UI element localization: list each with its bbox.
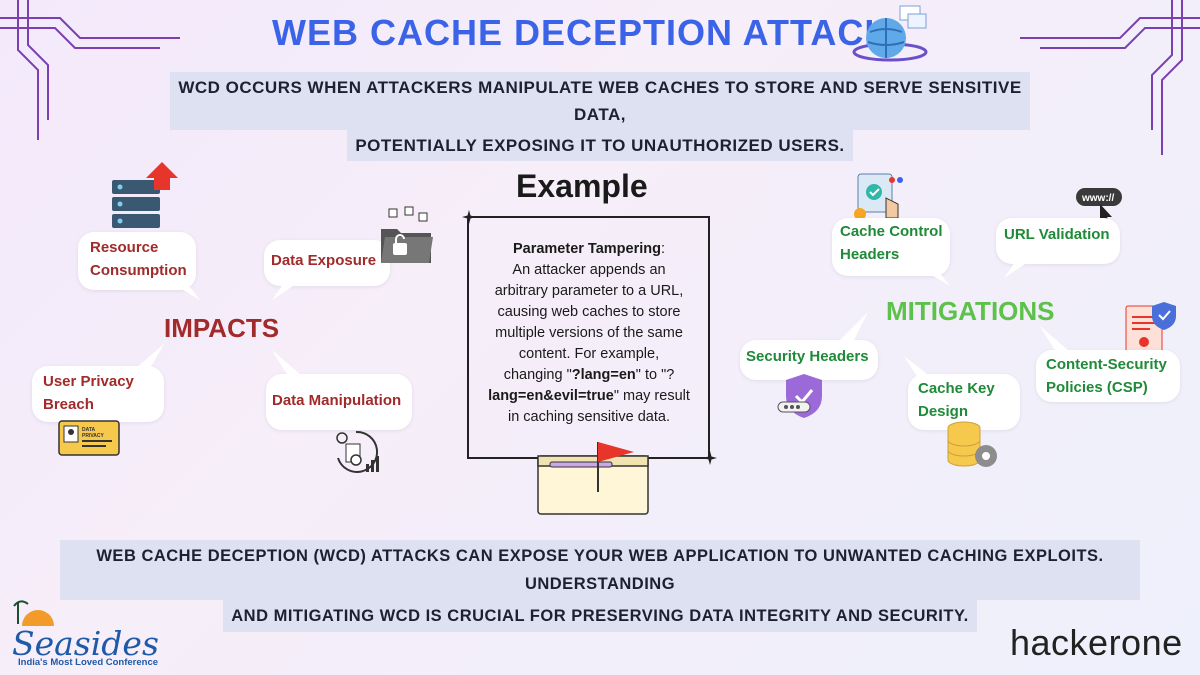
seasides-tagline: India's Most Loved Conference [18,657,159,668]
bottom-line-1: WEB CACHE DECEPTION (WCD) ATTACKS CAN EX… [60,540,1140,600]
policy-document-icon [1125,302,1176,353]
mitigation-bubble-url [996,218,1120,264]
impact-resource-label: Resource Consumption [90,239,187,279]
globe-icon [852,5,928,62]
mitigation-bubble-security-headers [740,340,878,380]
impact-bubble-manipulation [266,374,412,430]
mitigation-url-label: URL Validation [1004,226,1110,243]
subtitle-line-1: WCD OCCURS WHEN ATTACKERS MANIPULATE WEB… [170,72,1030,130]
sparkle-icon [703,451,717,465]
example-text: Parameter Tampering: An attacker appends… [488,241,690,425]
bubble-tail [1040,326,1070,352]
mitigation-bubble-csp [1036,350,1180,402]
impact-exposure-label: Data Exposure [271,252,377,269]
page-title: WEB CACHE DECEPTION ATTACK [272,12,892,53]
bubble-tail [272,280,302,300]
mitigation-csp-label: Content-Security Policies (CSP) [1046,356,1167,396]
bottom-summary: WEB CACHE DECEPTION (WCD) ATTACKS CAN EX… [60,540,1140,632]
privacy-card-line-1: DATA [82,427,96,433]
impact-manipulation-label: Data Manipulation [272,392,402,409]
browser-flag-icon [537,442,649,515]
data-gear-icon [336,430,379,473]
bubble-tail [840,312,868,340]
mitigation-bubble-cache-control [832,218,950,276]
database-gear-icon [947,421,997,467]
bubble-tail [170,282,200,300]
impact-bubble-exposure [264,240,390,286]
impacts-heading: IMPACTS [164,313,280,343]
seasides-sun-logo [13,600,54,626]
bubble-tail [904,356,932,378]
example-code-2: lang=en&evil=true [488,388,614,404]
shield-password-icon [777,374,822,418]
bubble-tail [272,350,302,376]
hackerone-logo: hackerone [1010,622,1183,663]
bottom-line-2: AND MITIGATING WCD IS CRUCIAL FOR PRESER… [223,600,977,632]
corner-frame-top-right [1020,0,1200,155]
subtitle-line-2: POTENTIALLY EXPOSING IT TO UNAUTHORIZED … [347,130,853,161]
example-code-1: ?lang=en [571,367,636,383]
mitigation-bubble-cache-key [908,374,1020,430]
bubble-tail [1004,258,1034,278]
corner-frame-top-left [0,0,180,140]
access-control-icon [854,173,903,220]
server-icon [112,162,178,228]
example-label: Parameter Tampering [512,241,661,257]
folder-icon [381,206,433,263]
bubble-tail [920,268,950,286]
mitigations-heading: MITIGATIONS [886,296,1055,326]
impact-bubble-resource [78,232,196,290]
mitigation-cache-key-label: Cache Key Design [918,380,995,420]
mitigation-security-headers-label: Security Headers [746,348,869,365]
mitigation-cache-control-label: Cache Control Headers [840,223,943,263]
privacy-card-line-2: PRIVACY [82,433,105,439]
impact-bubble-privacy [32,366,164,422]
impact-privacy-label: User Privacy Breach [43,373,134,413]
bubble-tail [136,344,164,368]
url-icon-label: www:// [1081,193,1114,204]
subtitle: WCD OCCURS WHEN ATTACKERS MANIPULATE WEB… [170,72,1030,161]
privacy-card-icon: DATA PRIVACY [58,420,120,456]
example-heading: Example [516,168,648,204]
seasides-logo: Seasides [12,624,159,663]
